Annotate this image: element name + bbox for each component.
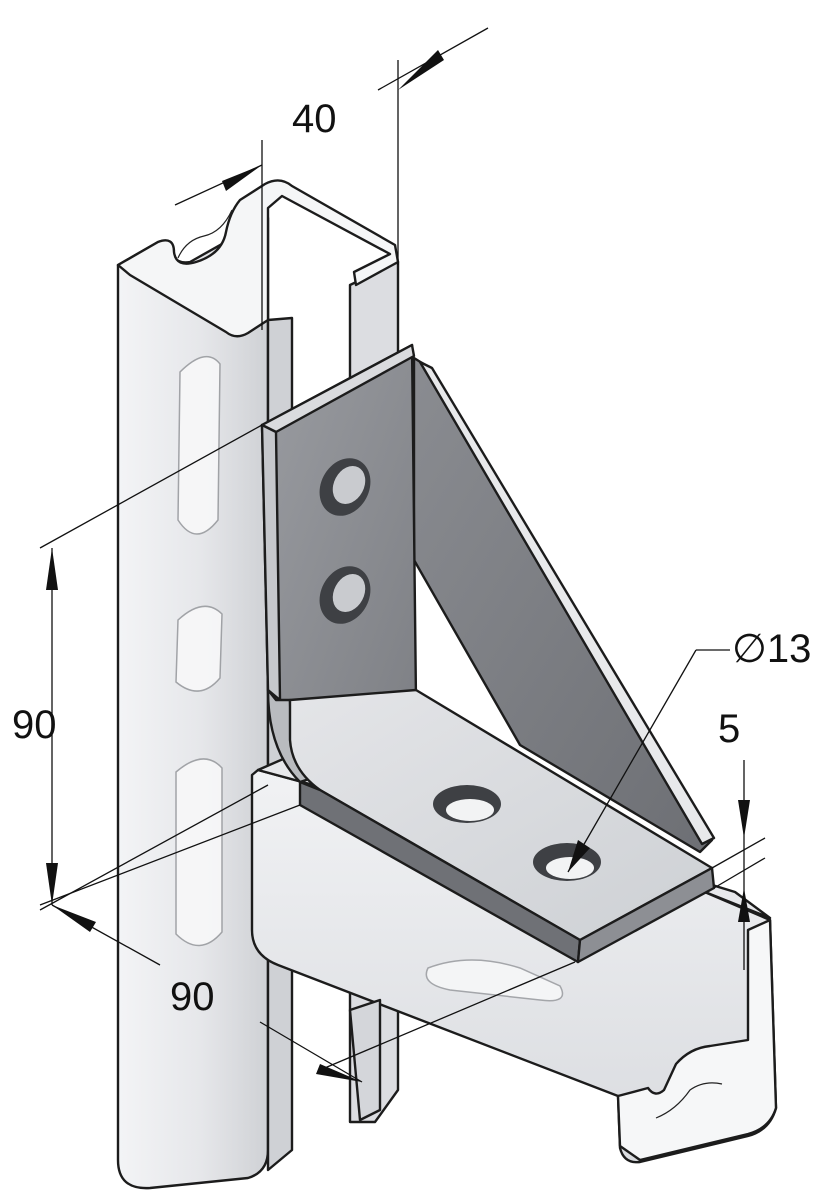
angle-bracket (260, 343, 716, 964)
bolt-hole-lower (319, 566, 371, 624)
bolt-hole-foot-left (433, 785, 501, 823)
dimension-lines (39, 27, 766, 1083)
vertical-channel (116, 179, 400, 1190)
dim-label-thickness: 5 (718, 707, 740, 751)
bolt-hole-upper (319, 458, 371, 516)
dim-label-horizontal-leg: 90 (170, 975, 215, 1019)
dimension-arrows (46, 50, 750, 1082)
dim-label-hole-diameter: ∅13 (732, 627, 811, 671)
dim-label-width: 40 (292, 97, 337, 141)
bolt-hole-foot-right (533, 843, 601, 881)
dim-label-vertical-leg: 90 (12, 703, 57, 747)
